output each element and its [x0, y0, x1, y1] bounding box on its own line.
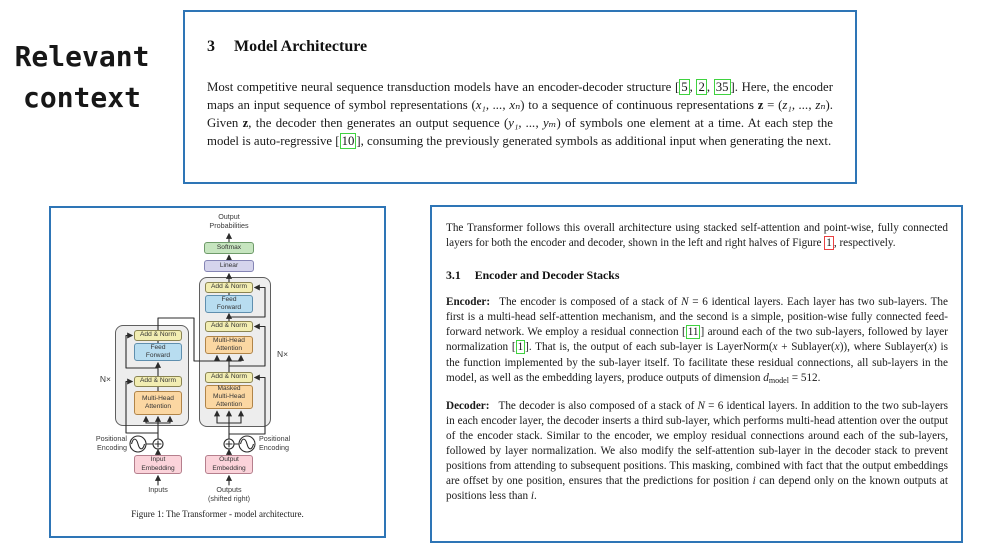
text-segment: x	[834, 341, 840, 354]
context-annotation-line2: context	[22, 81, 141, 114]
outputs-label: Outputs (shifted right)	[208, 485, 250, 504]
text-segment: ,	[689, 80, 697, 94]
text-segment: ,	[706, 80, 714, 94]
inputs-label: Inputs	[148, 485, 168, 494]
model-architecture-panel: 3 Model Architecture Most competitive ne…	[183, 10, 857, 184]
citation-ref[interactable]: 11	[685, 325, 701, 340]
text-segment: ]. That is, the output of each sub-layer…	[525, 341, 773, 354]
linear-block: Linear	[204, 260, 254, 272]
output-embedding-block: Output Embedding	[205, 455, 253, 474]
text-segment: x	[772, 341, 778, 354]
citation-ref[interactable]: 10	[339, 133, 357, 149]
text-segment: z	[757, 98, 764, 112]
encoder-n-times-label: N×	[99, 374, 111, 384]
encoder-add-norm-top-block: Add & Norm	[134, 330, 182, 341]
softmax-block: Softmax	[204, 242, 254, 254]
subsection-heading: 3.1 Encoder and Decoder Stacks	[446, 268, 948, 283]
model-architecture-paragraph: Most competitive neural sequence transdu…	[207, 78, 833, 150]
text-segment: = 6 identical layers. Each layer has two…	[446, 296, 948, 339]
citation-ref[interactable]: 5	[679, 79, 690, 95]
citation-ref[interactable]: 35	[713, 79, 731, 95]
section-heading: 3 Model Architecture	[207, 38, 833, 56]
context-annotation-line1: Relevant	[14, 40, 150, 73]
text-segment: ) of symbols one element at a time. At e…	[207, 116, 833, 148]
positional-encoding-icon-left	[129, 435, 147, 453]
add-icon-right	[223, 438, 235, 450]
text-segment: model	[768, 375, 789, 385]
positional-encoding-label-right: Positional Encoding	[259, 434, 291, 453]
text-segment: ], consuming the previously generated sy…	[356, 134, 832, 148]
section-number: 3	[207, 38, 215, 55]
output-probabilities-label: Output Probabilities	[209, 212, 249, 231]
subsection-title: Encoder and Decoder Stacks	[474, 268, 620, 283]
figure-caption: Figure 1: The Transformer - model archit…	[131, 509, 304, 519]
add-icon-left	[152, 438, 164, 450]
decoder-feed-forward-block: Feed Forward	[205, 295, 253, 313]
text-segment: = 512.	[788, 371, 821, 384]
text-segment: ). Given	[207, 98, 833, 130]
transformer-intro-paragraph: The Transformer follows this overall arc…	[446, 221, 948, 251]
text-segment: ] around each of the two sub-layers, fol…	[446, 326, 949, 354]
text-segment: The encoder is composed of a stack of	[499, 296, 682, 309]
text-segment: Decoder:	[446, 399, 490, 412]
decoder-masked-multi-head-attention-block: Masked Multi-Head Attention	[205, 385, 253, 409]
section-title: Model Architecture	[234, 38, 368, 55]
text-segment: = 6 identical layers. In addition to the…	[446, 399, 949, 488]
transformer-diagram: Output Probabilities Softmax Linear Add …	[51, 208, 384, 536]
context-annotation: Relevant context	[6, 36, 158, 118]
text-segment: , respectively.	[833, 237, 896, 250]
positional-encoding-icon-right	[238, 435, 256, 453]
decoder-paragraph: Decoder: The decoder is also composed of …	[446, 399, 948, 505]
citation-ref[interactable]: 2	[696, 79, 707, 95]
text-segment: ) is the function implemented by the sub…	[446, 341, 949, 384]
decoder-add-norm-bottom-block: Add & Norm	[205, 372, 253, 383]
decoder-add-norm-top-block: Add & Norm	[205, 282, 253, 293]
text-segment: x	[928, 341, 934, 354]
decoder-n-times-label: N×	[277, 349, 289, 359]
citation-ref[interactable]: 1	[824, 236, 834, 251]
decoder-multi-head-attention-block: Multi-Head Attention	[205, 336, 253, 354]
figure-1-panel: Output Probabilities Softmax Linear Add …	[49, 206, 386, 538]
text-segment: ]. Here, the encoder maps an input seque…	[207, 80, 833, 112]
encoder-decoder-panel: The Transformer follows this overall arc…	[430, 205, 963, 543]
text-segment: .	[533, 490, 537, 503]
text-segment: + Sublayer(	[777, 341, 835, 354]
text-segment: N	[681, 296, 689, 309]
input-embedding-block: Input Embedding	[134, 455, 182, 474]
text-segment: Encoder:	[446, 296, 491, 309]
encoder-multi-head-attention-block: Multi-Head Attention	[134, 391, 182, 415]
text-segment: x₁, ..., xₙ	[475, 98, 521, 112]
text-segment: i	[530, 490, 534, 503]
encoder-paragraph: Encoder: The encoder is composed of a sta…	[446, 295, 948, 388]
encoder-add-norm-bottom-block: Add & Norm	[134, 376, 182, 387]
decoder-add-norm-middle-block: Add & Norm	[205, 321, 253, 332]
encoder-feed-forward-block: Feed Forward	[134, 343, 182, 361]
citation-ref[interactable]: 1	[515, 340, 526, 355]
text-segment: i	[752, 475, 756, 488]
subsection-number: 3.1	[446, 268, 461, 283]
text-segment: , the decoder then generates an output s…	[248, 116, 509, 130]
text-segment: The Transformer follows this overall arc…	[446, 222, 948, 250]
text-segment: z	[242, 116, 249, 130]
text-segment: d	[763, 371, 769, 384]
text-segment: z₁, ..., zₙ	[782, 98, 826, 112]
positional-encoding-label-left: Positional Encoding	[95, 434, 127, 453]
text-segment: The decoder is also composed of a stack …	[498, 399, 698, 412]
text-segment: y₁, ..., yₘ	[508, 116, 557, 130]
text-segment: N	[697, 399, 705, 412]
text-segment: ) to a sequence of continuous representa…	[520, 98, 758, 112]
text-segment: can depend only on the known outputs at …	[446, 475, 948, 503]
text-segment: Most competitive neural sequence transdu…	[207, 80, 680, 94]
text-segment: = (	[763, 98, 783, 112]
text-segment: )), where Sublayer(	[839, 341, 929, 354]
